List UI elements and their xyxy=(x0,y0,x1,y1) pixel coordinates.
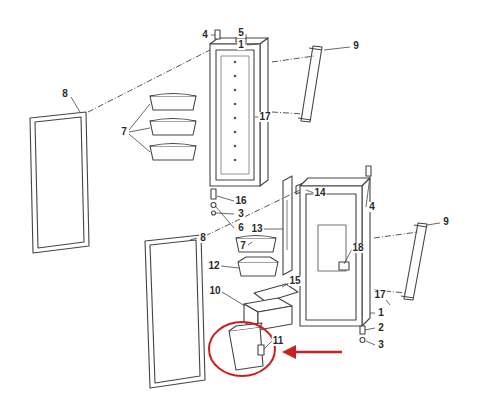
callout-number: 5 xyxy=(237,28,245,38)
door-gasket xyxy=(30,112,89,253)
callout-number: 12 xyxy=(207,261,220,271)
callout-number: 17 xyxy=(258,112,271,122)
callout-number: 1 xyxy=(237,40,245,50)
hinge-pin xyxy=(366,166,371,176)
door-handle xyxy=(404,223,427,300)
callout-number: 9 xyxy=(352,41,360,51)
callout-number: 16 xyxy=(234,196,247,206)
callout-number: 14 xyxy=(313,188,326,198)
callout-number: 13 xyxy=(250,224,263,234)
door-bin xyxy=(238,262,278,276)
hinge-pin xyxy=(211,189,216,199)
lower-door xyxy=(300,178,370,326)
callout-number: 2 xyxy=(377,323,385,333)
hinge-pin xyxy=(360,326,365,334)
highlight-circle xyxy=(209,322,275,376)
callout-number: 7 xyxy=(239,241,247,251)
screw xyxy=(360,338,365,343)
door-bin xyxy=(150,119,196,136)
door-gasket-inner xyxy=(35,117,84,248)
mullion-strip xyxy=(283,176,292,275)
hinge-pin xyxy=(215,30,220,39)
door-bin xyxy=(150,144,196,161)
highlight-arrow xyxy=(282,345,342,359)
callout-number: 4 xyxy=(201,30,209,40)
door-gasket xyxy=(145,235,205,388)
callout-number: 15 xyxy=(288,276,301,286)
callout-number: 7 xyxy=(120,127,128,137)
door-handle xyxy=(301,46,322,122)
callout-number: 8 xyxy=(199,233,207,243)
callout-number: 4 xyxy=(368,202,376,212)
callout-number: 10 xyxy=(208,286,221,296)
door-gasket-inner xyxy=(150,240,200,383)
callout-number: 3 xyxy=(237,209,245,219)
door-bin xyxy=(150,94,196,111)
washer xyxy=(211,203,216,208)
callout-number: 18 xyxy=(351,243,364,253)
callout-number: 11 xyxy=(272,336,285,346)
screw xyxy=(212,211,216,215)
door-bin xyxy=(236,238,276,252)
callout-number: 9 xyxy=(442,217,450,227)
callout-number: 3 xyxy=(377,340,385,350)
callout-number: 1 xyxy=(377,308,385,318)
callout-number: 6 xyxy=(237,223,245,233)
callout-number: 8 xyxy=(61,89,69,99)
callout-number: 17 xyxy=(373,290,386,300)
ice-bin xyxy=(229,327,263,370)
